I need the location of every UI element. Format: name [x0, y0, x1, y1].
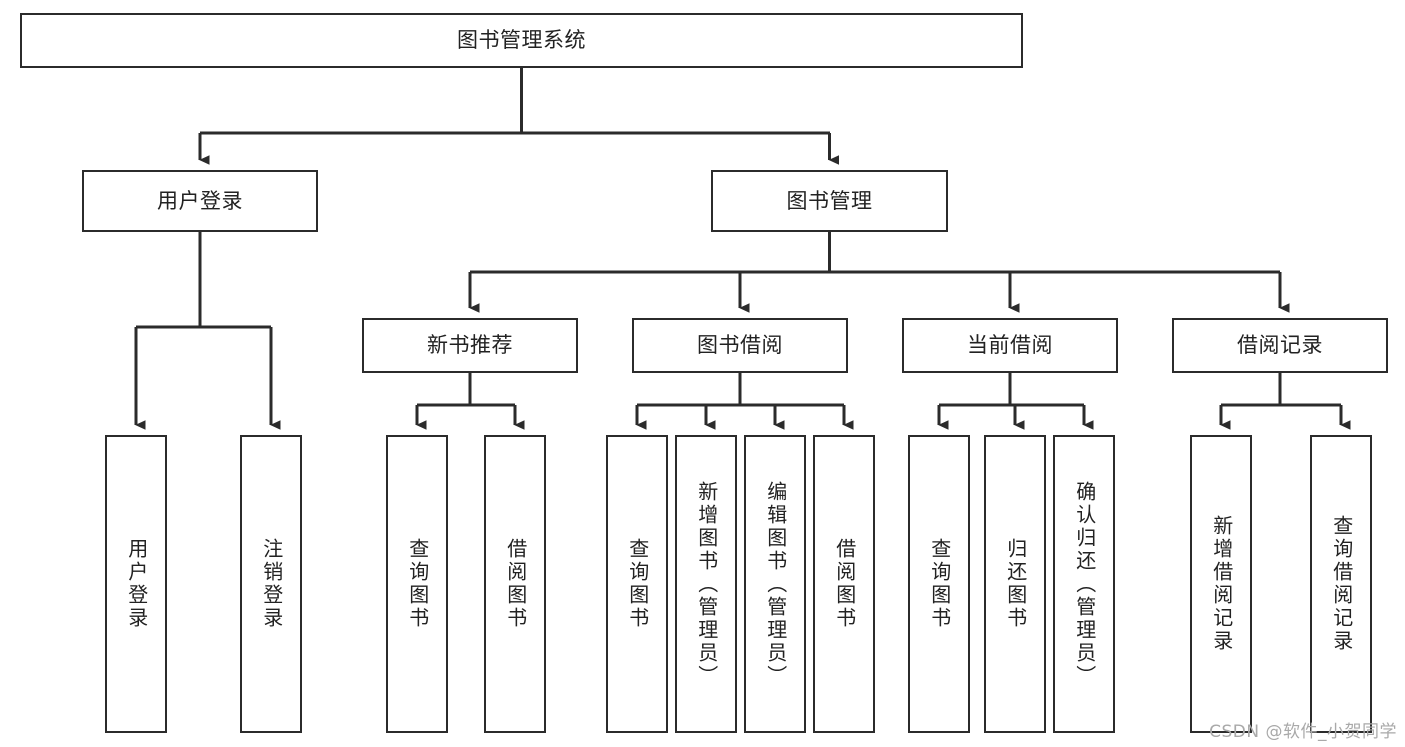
node-new-book-recommend-label: 新书推荐 — [427, 333, 513, 358]
node-borrow-record[interactable]: 借阅记录 — [1172, 318, 1388, 373]
node-leaf-return-book-label: 归还图书 — [1003, 538, 1028, 630]
node-leaf-query-book-1[interactable]: 查询图书 — [386, 435, 448, 733]
node-leaf-borrow-book-2-label: 借阅图书 — [832, 538, 857, 630]
node-user-login-label: 用户登录 — [157, 188, 243, 213]
node-book-management[interactable]: 图书管理 — [711, 170, 948, 232]
node-leaf-borrow-book-2[interactable]: 借阅图书 — [813, 435, 875, 733]
node-leaf-borrow-book-1-label: 借阅图书 — [503, 538, 528, 630]
node-leaf-query-book-2[interactable]: 查询图书 — [606, 435, 668, 733]
csdn-watermark: CSDN @软件_小贺同学 — [1209, 722, 1397, 742]
node-book-management-label: 图书管理 — [786, 188, 873, 213]
node-root[interactable]: 图书管理系统 — [20, 13, 1023, 68]
node-current-borrow-label: 当前借阅 — [967, 333, 1053, 358]
node-leaf-query-record[interactable]: 查询借阅记录 — [1310, 435, 1372, 733]
node-borrow-record-label: 借阅记录 — [1237, 333, 1323, 358]
node-leaf-query-book-3[interactable]: 查询图书 — [908, 435, 970, 733]
node-leaf-query-book-1-label: 查询图书 — [405, 538, 430, 630]
node-root-label: 图书管理系统 — [457, 28, 586, 53]
node-current-borrow[interactable]: 当前借阅 — [902, 318, 1118, 373]
node-book-borrow-label: 图书借阅 — [697, 333, 783, 358]
node-leaf-add-record-label: 新增借阅记录 — [1209, 515, 1234, 653]
node-leaf-user-logout-label: 注销登录 — [259, 538, 284, 630]
node-leaf-query-book-3-label: 查询图书 — [927, 538, 952, 630]
node-leaf-confirm-return-label: 确认归还（管理员） — [1072, 480, 1097, 688]
node-leaf-query-book-2-label: 查询图书 — [625, 538, 650, 630]
node-leaf-user-logout[interactable]: 注销登录 — [240, 435, 302, 733]
node-leaf-add-book[interactable]: 新增图书（管理员） — [675, 435, 737, 733]
node-leaf-edit-book[interactable]: 编辑图书（管理员） — [744, 435, 806, 733]
node-book-borrow[interactable]: 图书借阅 — [632, 318, 848, 373]
node-leaf-user-login[interactable]: 用户登录 — [105, 435, 167, 733]
node-leaf-edit-book-label: 编辑图书（管理员） — [763, 480, 788, 688]
node-leaf-confirm-return[interactable]: 确认归还（管理员） — [1053, 435, 1115, 733]
node-leaf-query-record-label: 查询借阅记录 — [1329, 515, 1354, 653]
node-user-login[interactable]: 用户登录 — [82, 170, 318, 232]
node-leaf-borrow-book-1[interactable]: 借阅图书 — [484, 435, 546, 733]
node-leaf-add-record[interactable]: 新增借阅记录 — [1190, 435, 1252, 733]
node-leaf-user-login-label: 用户登录 — [124, 538, 149, 630]
node-leaf-add-book-label: 新增图书（管理员） — [694, 480, 719, 688]
node-leaf-return-book[interactable]: 归还图书 — [984, 435, 1046, 733]
node-new-book-recommend[interactable]: 新书推荐 — [362, 318, 578, 373]
